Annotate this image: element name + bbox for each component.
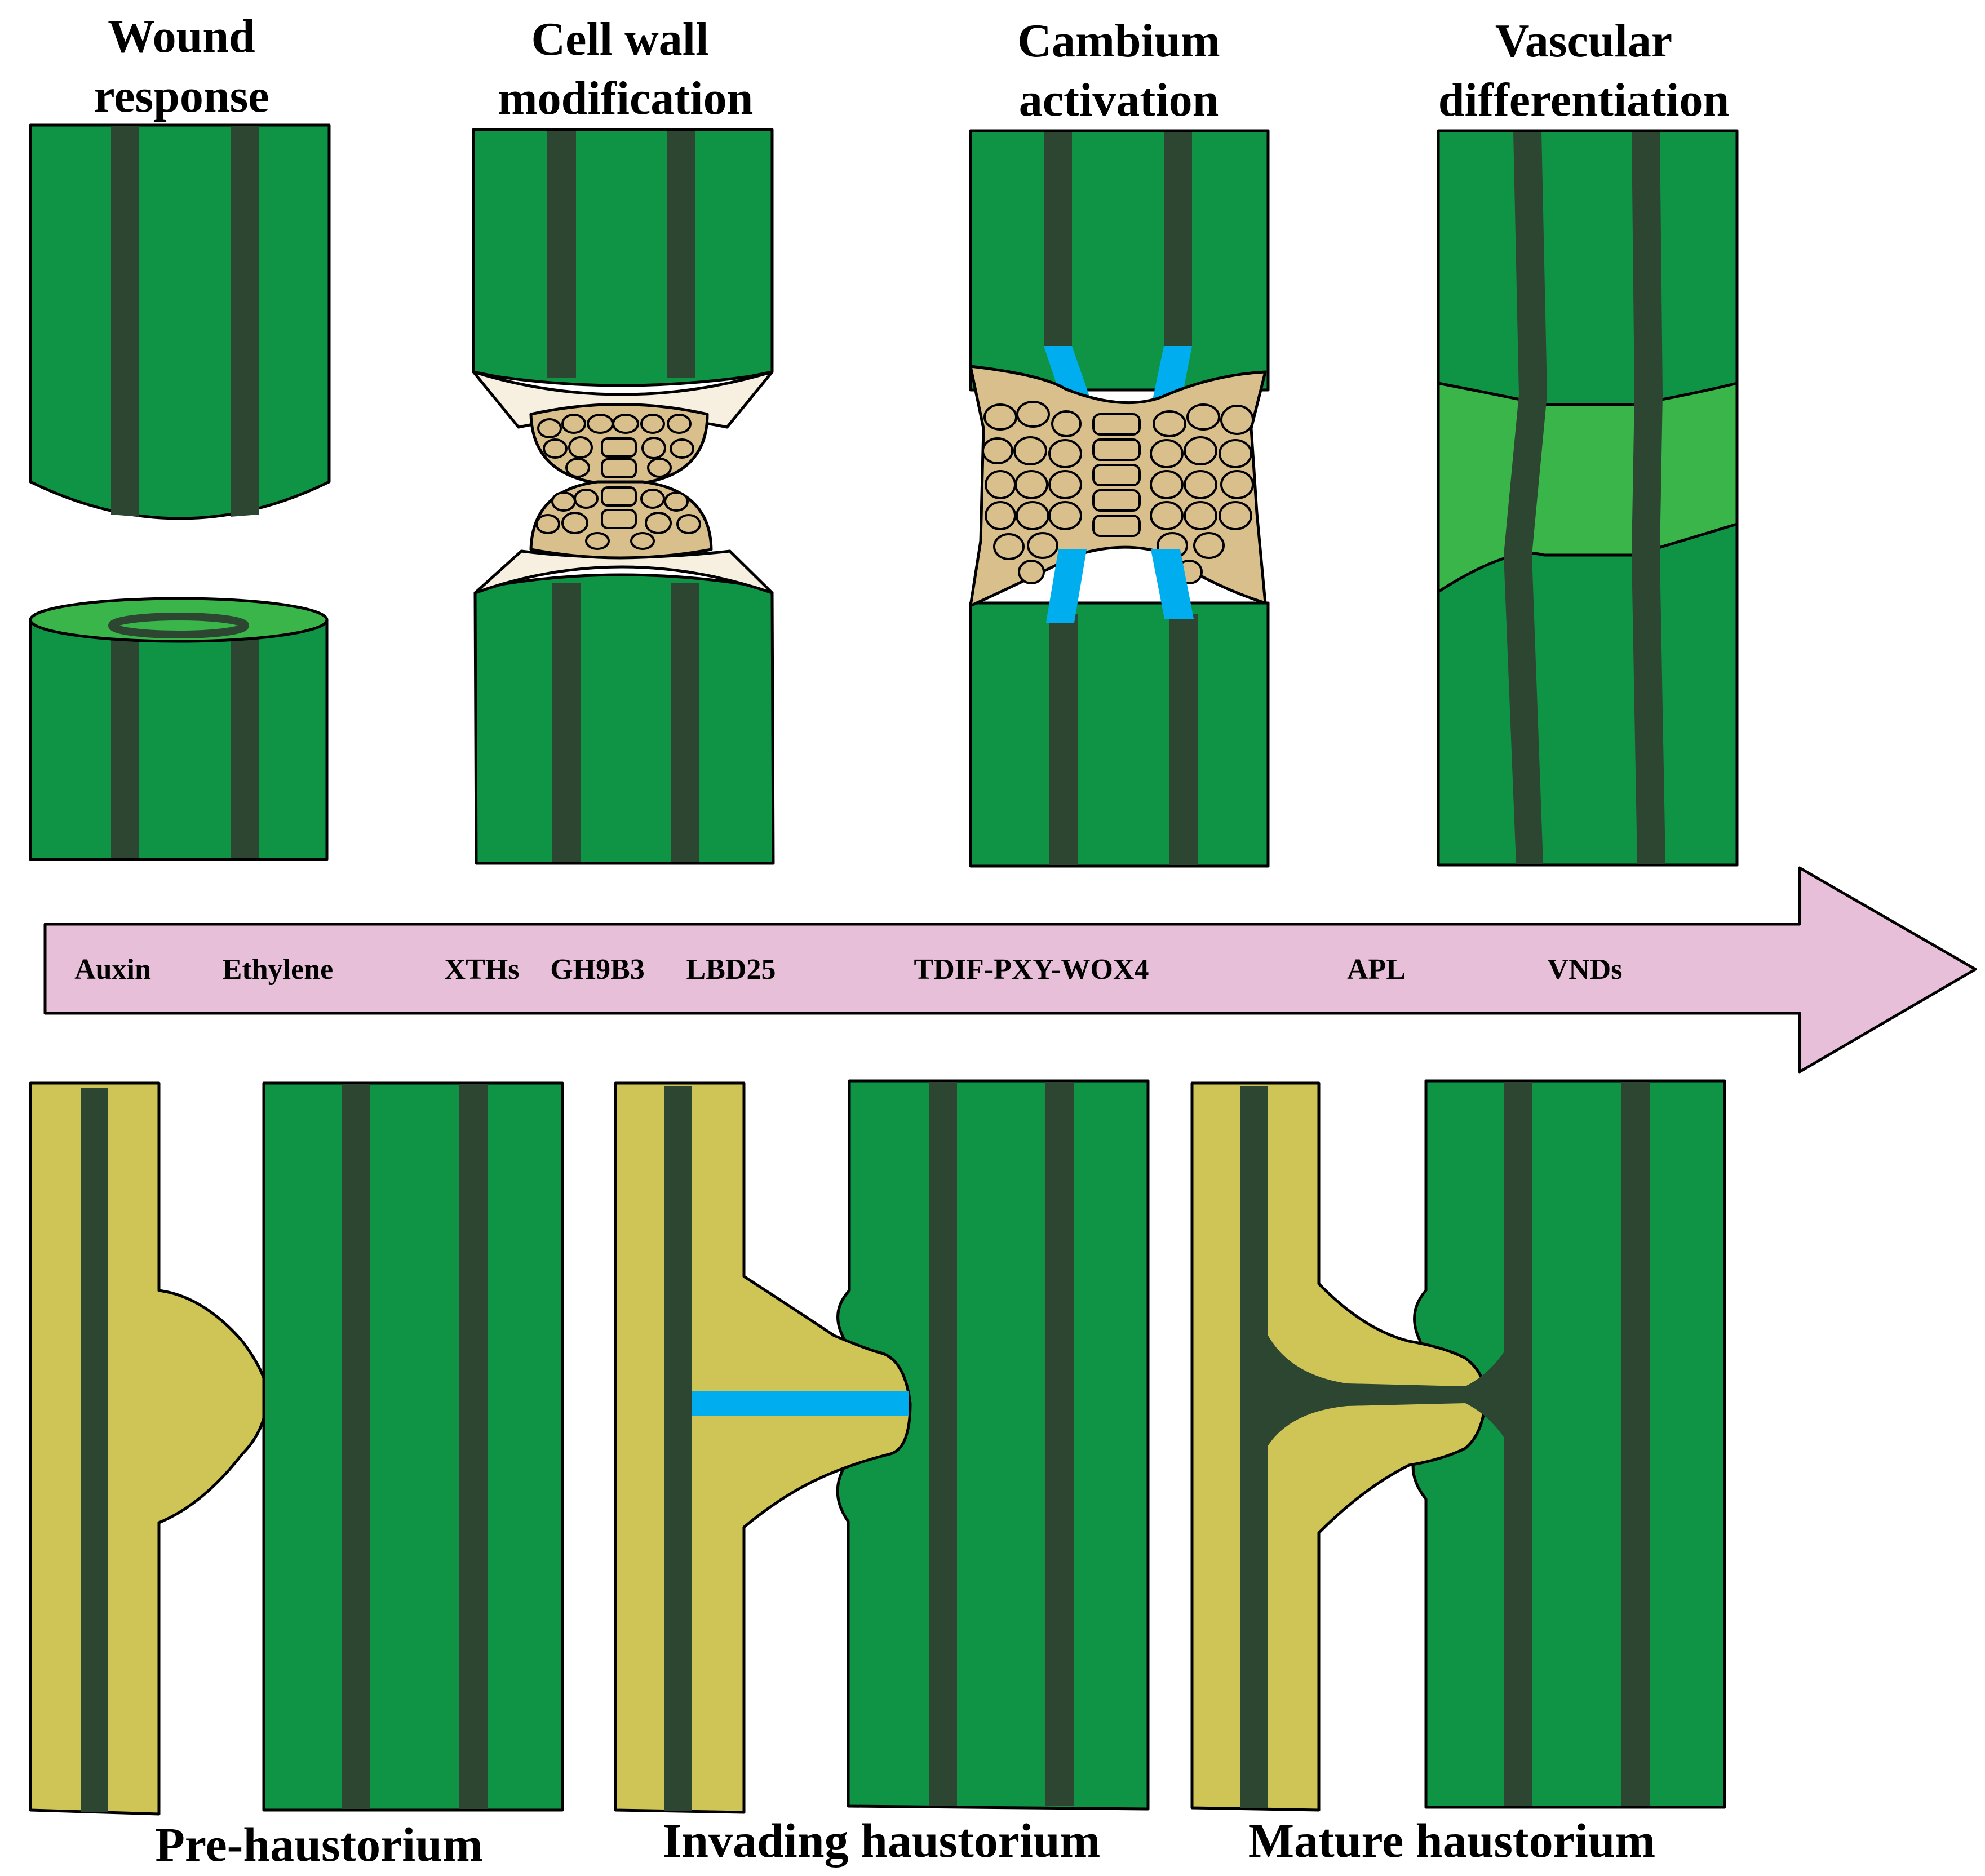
vascular-strand (1504, 132, 1547, 864)
vascular-strand (1164, 132, 1192, 347)
stage-1-wound-response (29, 123, 331, 861)
vascular-strand (1621, 1082, 1650, 1806)
cambium-bridge (692, 1391, 909, 1416)
vascular-strand (459, 1084, 488, 1809)
factor-label: VNDs (1548, 953, 1623, 986)
cambium-zone (1046, 549, 1087, 623)
haustoria-captions: Pre-haustorium Invading haustorium Matur… (155, 1813, 1655, 1871)
process-arrow: Auxin Ethylene XTHs GH9B3 LBD25 TDIF-PXY… (43, 866, 1977, 1074)
vascular-strand (1045, 1082, 1074, 1806)
mature-haustorium (1190, 1079, 1726, 1812)
stage-titles: Wound response Cell wall modification Ca… (94, 10, 1729, 126)
lower-stem-piece (29, 618, 329, 861)
lower-stem-piece (473, 573, 775, 865)
vascular-strand (81, 1088, 108, 1812)
upper-stem-piece (969, 129, 1270, 392)
haustorium-caption: Mature haustorium (1248, 1813, 1655, 1868)
callus-cells (982, 401, 1254, 584)
haustorium-caption: Invading haustorium (663, 1813, 1101, 1868)
stage-2-title-line1: Cell wall (531, 13, 709, 65)
stage-3-title-line1: Cambium (1017, 15, 1220, 67)
vascular-strand (231, 639, 259, 858)
vascular-ring (108, 613, 249, 638)
parasite-stem (29, 1081, 269, 1816)
vascular-strand (547, 131, 576, 378)
stage-2-title-line2: modification (498, 72, 754, 125)
host-stem (262, 1081, 564, 1812)
vascular-strand (231, 126, 259, 517)
vascular-strand (1632, 132, 1665, 864)
vascular-strand (342, 1084, 370, 1809)
factor-label: Auxin (74, 953, 151, 986)
stage-2-cell-wall-modification (472, 128, 775, 865)
vascular-strand (1049, 614, 1078, 865)
vascular-strand (1044, 132, 1072, 347)
stage-4-title-line2: differentiation (1438, 74, 1729, 126)
factor-label: GH9B3 (550, 953, 645, 986)
stage-1-title-line1: Wound (108, 10, 255, 63)
callus-cells (535, 414, 701, 550)
factor-label: TDIF-PXY-WOX4 (914, 953, 1149, 986)
factor-labels: Auxin Ethylene XTHs GH9B3 LBD25 TDIF-PXY… (74, 953, 1622, 986)
arrow-body (43, 866, 1977, 1074)
vascular-strand (667, 131, 695, 378)
stage-1-title-line2: response (94, 70, 269, 122)
upper-stem-piece (472, 128, 774, 387)
factor-label: Ethylene (223, 953, 333, 986)
vascular-strand (671, 583, 699, 862)
factor-label: APL (1347, 953, 1406, 986)
factor-label: XTHs (445, 953, 520, 986)
stage-4-vascular-differentiation (1437, 129, 1739, 867)
vascular-strand (929, 1082, 957, 1806)
pre-haustorium (29, 1081, 564, 1816)
invading-haustorium (614, 1079, 1150, 1814)
stage-3-title-line2: activation (1019, 74, 1219, 126)
cambium-zone (1151, 549, 1194, 619)
vascular-strand (552, 583, 581, 862)
vascular-strand (111, 126, 139, 517)
stage-4-title-line1: Vascular (1495, 15, 1672, 67)
lower-stem-piece (969, 601, 1270, 868)
vascular-strand (664, 1086, 692, 1811)
haustorium-caption: Pre-haustorium (155, 1817, 482, 1871)
upper-stem-piece (29, 123, 331, 520)
stage-3-cambium-activation (969, 129, 1270, 868)
factor-label: LBD25 (686, 953, 776, 986)
vascular-strand (111, 639, 139, 858)
vascular-strand (1169, 614, 1198, 865)
